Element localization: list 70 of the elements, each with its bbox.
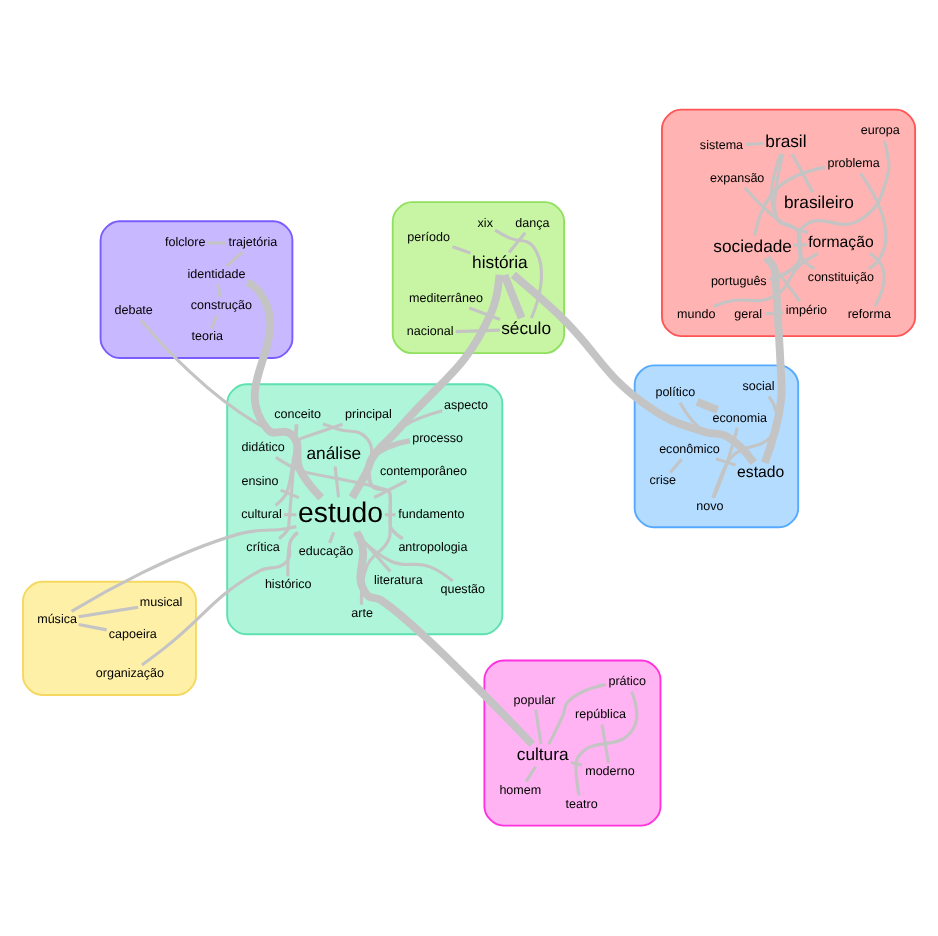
connector: [373, 479, 408, 499]
connector: [225, 250, 244, 268]
connector: [761, 255, 786, 465]
node-text: estado: [737, 463, 785, 482]
connector: [507, 231, 527, 254]
connector: [286, 531, 299, 577]
connector: [570, 760, 583, 767]
node-text: análise: [306, 443, 362, 464]
node-text: brasil: [765, 130, 807, 151]
connector: [743, 186, 816, 271]
connector: [859, 172, 888, 271]
connector: [769, 140, 891, 281]
connector: [78, 622, 107, 632]
node-text: formação: [808, 232, 874, 251]
connector: [534, 709, 543, 745]
connector: [348, 274, 504, 500]
connector: [769, 153, 803, 282]
connector: [468, 306, 501, 321]
connector: [547, 683, 606, 745]
connector: [245, 278, 324, 501]
connector: [773, 153, 809, 235]
connector: [765, 310, 784, 316]
connector: [790, 152, 815, 194]
cluster: [226, 383, 504, 636]
connector: [711, 395, 780, 499]
connector: [494, 228, 543, 319]
connector: [353, 531, 454, 583]
cluster: [99, 220, 294, 359]
node-text: século: [501, 317, 552, 338]
connector: [695, 398, 719, 414]
connector: [452, 245, 472, 255]
connector: [574, 691, 639, 796]
connector: [274, 422, 344, 507]
connector: [328, 531, 336, 544]
connector: [745, 141, 764, 146]
node-text: história: [472, 252, 528, 273]
connector: [139, 319, 323, 499]
connector: [216, 283, 222, 298]
node-text: brasileiro: [783, 192, 854, 213]
connector: [274, 456, 404, 541]
connector: [715, 457, 736, 467]
node-text: cultura: [516, 743, 569, 764]
connector: [752, 165, 826, 237]
connector: [712, 252, 819, 309]
connector: [333, 466, 341, 498]
connector: [669, 458, 683, 474]
cluster: [661, 108, 917, 338]
connector: [78, 605, 139, 619]
cluster: [22, 580, 197, 696]
cluster: [391, 201, 566, 355]
connector: [141, 531, 299, 667]
cluster: [633, 364, 800, 529]
connector: [524, 765, 537, 783]
connector: [70, 525, 297, 613]
connector: [209, 314, 219, 330]
connector: [763, 257, 802, 303]
connector: [869, 252, 886, 307]
connector: [712, 427, 739, 499]
connector: [510, 271, 757, 465]
connector: [207, 241, 226, 245]
connector: [280, 488, 300, 500]
node-text: estudo: [298, 495, 383, 528]
connector: [500, 273, 526, 320]
connector: [600, 724, 610, 764]
connector: [455, 328, 500, 334]
cluster: [483, 659, 662, 827]
connector: [678, 401, 755, 464]
node-text: sociedade: [713, 235, 792, 256]
connector: [353, 530, 536, 748]
connector: [359, 438, 410, 605]
